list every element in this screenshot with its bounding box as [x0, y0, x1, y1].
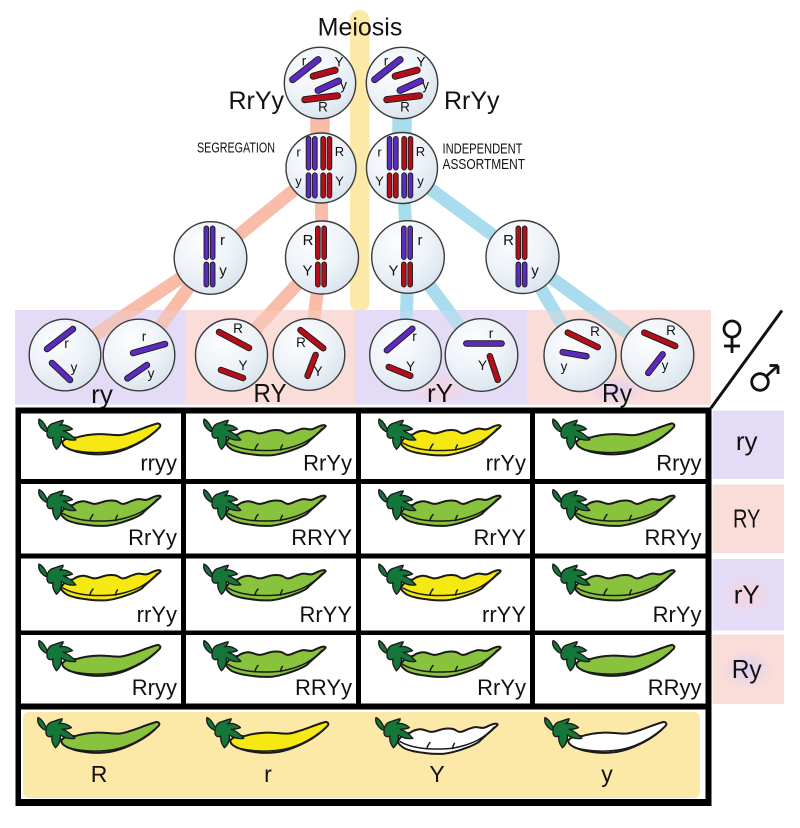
svg-text:RrYy: RrYy — [477, 675, 526, 700]
svg-text:Y: Y — [238, 358, 247, 373]
svg-text:r: r — [220, 232, 225, 249]
svg-text:RrYY: RrYY — [473, 525, 526, 550]
svg-text:R: R — [666, 323, 676, 338]
svg-text:ry: ry — [736, 426, 758, 456]
svg-text:r: r — [489, 326, 494, 341]
svg-text:r: r — [64, 336, 69, 351]
svg-text:R: R — [416, 144, 425, 159]
svg-text:RRyy: RRyy — [648, 675, 702, 700]
svg-text:Y: Y — [388, 263, 398, 280]
svg-text:y: y — [295, 174, 302, 189]
svg-text:rrYy: rrYy — [137, 602, 177, 627]
svg-text:y: y — [219, 263, 227, 280]
svg-text:Y: Y — [335, 174, 344, 189]
svg-text:r: r — [296, 145, 301, 160]
svg-text:R: R — [335, 144, 344, 159]
svg-text:RY: RY — [733, 504, 761, 534]
svg-text:R: R — [91, 761, 108, 787]
svg-text:Rryy: Rryy — [656, 451, 701, 476]
svg-text:Y: Y — [375, 174, 384, 189]
svg-text:y: y — [561, 359, 568, 374]
svg-text:R: R — [400, 100, 410, 115]
svg-text:Ry: Ry — [732, 654, 762, 684]
svg-text:RrYy: RrYy — [228, 87, 284, 115]
svg-text:R: R — [318, 100, 328, 115]
svg-text:Y: Y — [429, 761, 444, 787]
svg-text:y: y — [148, 366, 155, 381]
svg-text:RY: RY — [254, 378, 287, 408]
svg-text:RRYy: RRYy — [295, 675, 352, 700]
svg-text:RrYY: RrYY — [299, 602, 352, 627]
svg-text:Y: Y — [416, 55, 425, 70]
svg-text:ASSORTMENT: ASSORTMENT — [443, 156, 526, 173]
svg-text:rY: rY — [734, 580, 760, 610]
svg-text:R: R — [503, 232, 514, 249]
svg-text:RrYy: RrYy — [128, 525, 177, 550]
svg-text:Y: Y — [334, 55, 343, 70]
svg-text:INDEPENDENT: INDEPENDENT — [443, 141, 523, 158]
svg-text:RRYy: RRYy — [644, 525, 701, 550]
svg-text:R: R — [296, 335, 306, 350]
svg-text:r: r — [264, 761, 272, 787]
svg-text:r: r — [142, 329, 147, 344]
svg-text:Y: Y — [313, 364, 322, 379]
svg-text:r: r — [418, 232, 423, 249]
svg-text:R: R — [233, 321, 243, 336]
svg-text:Meiosis: Meiosis — [318, 14, 403, 42]
svg-text:r: r — [302, 54, 307, 69]
svg-text:RrYy: RrYy — [303, 451, 352, 476]
svg-text:y: y — [662, 358, 669, 373]
svg-text:Y: Y — [478, 358, 487, 373]
svg-text:y: y — [601, 761, 613, 787]
svg-text:r: r — [377, 145, 382, 160]
svg-text:Y: Y — [302, 263, 312, 280]
svg-text:r: r — [384, 54, 389, 69]
svg-text:y: y — [422, 78, 429, 93]
svg-text:ry: ry — [91, 379, 113, 409]
svg-text:rrYy: rrYy — [486, 451, 526, 476]
svg-text:Rryy: Rryy — [132, 675, 177, 700]
svg-text:RrYy: RrYy — [653, 602, 702, 627]
svg-text:RRYY: RRYY — [291, 525, 352, 550]
svg-text:y: y — [340, 78, 347, 93]
svg-text:Ry: Ry — [602, 378, 632, 408]
svg-text:rryy: rryy — [140, 451, 177, 476]
svg-text:R: R — [590, 324, 600, 339]
svg-text:RrYy: RrYy — [444, 87, 500, 115]
svg-text:y: y — [417, 174, 424, 189]
svg-text:rY: rY — [427, 378, 453, 408]
svg-text:y: y — [531, 263, 539, 280]
svg-text:SEGREGATION: SEGREGATION — [197, 140, 275, 157]
svg-text:r: r — [412, 329, 417, 344]
svg-text:rrYY: rrYY — [482, 602, 526, 627]
svg-text:y: y — [71, 360, 78, 375]
svg-text:Y: Y — [406, 359, 415, 374]
svg-text:R: R — [303, 232, 314, 249]
